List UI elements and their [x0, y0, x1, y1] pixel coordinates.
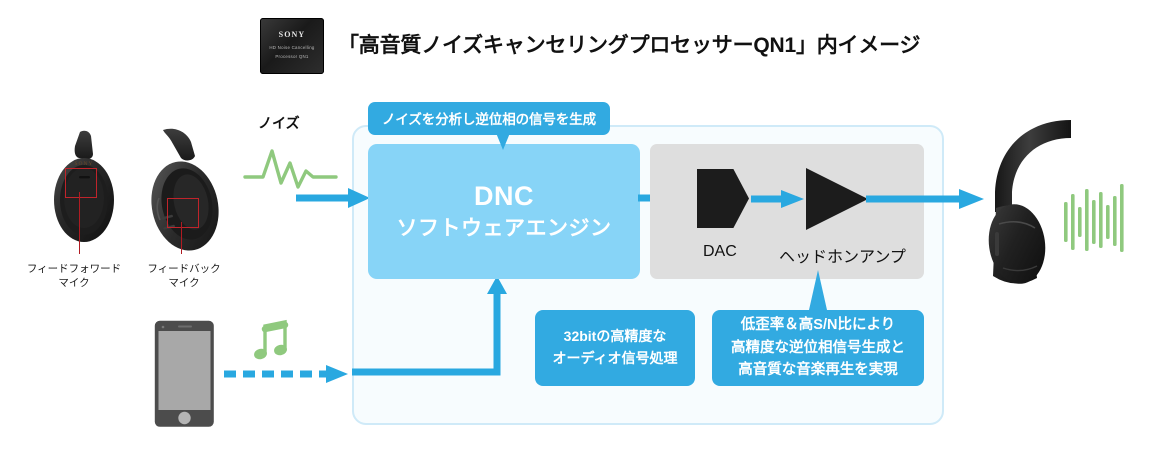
- headphone-right-image: [975, 120, 1085, 288]
- 32bit-callout-line2: オーディオ信号処理: [552, 350, 678, 366]
- feedback-mic-label: フィードバック マイク: [134, 262, 234, 290]
- feedback-mic-marker: [167, 198, 199, 228]
- feedback-mic-label-line1: フィードバック: [147, 263, 221, 275]
- noise-analysis-callout-tail: [494, 128, 512, 150]
- feedback-mic-label-line2: マイク: [168, 277, 200, 290]
- chip-brand-label: SONY: [278, 30, 306, 40]
- low-distortion-callout-line1: 低歪率＆高S/N比により: [740, 317, 896, 334]
- music-signal-wire: [352, 276, 507, 376]
- low-distortion-callout-line3: 高音質な音楽再生を実現: [738, 362, 898, 379]
- chip-line1-label: HD Noise Cancelling: [269, 45, 315, 51]
- feedback-leader-line: [181, 222, 182, 254]
- music-note-icon: [253, 319, 291, 364]
- analog-stage-container: [650, 144, 924, 279]
- dnc-title: DNC: [474, 180, 534, 211]
- feedforward-mic-label: フィードフォワード マイク: [14, 262, 134, 290]
- noise-analysis-callout: ノイズを分析し逆位相の信号を生成: [368, 102, 610, 135]
- noise-input-arrow: [296, 188, 370, 208]
- feedforward-mic-label-line1: フィードフォワード: [26, 263, 122, 275]
- amp-to-headphone-arrow: [866, 189, 984, 209]
- feedforward-mic-label-line2: マイク: [58, 277, 90, 290]
- audio-output-bars-icon: [1063, 180, 1127, 256]
- smartphone-image: [154, 320, 215, 428]
- dnc-software-engine-block: DNC ソフトウェアエンジン: [368, 144, 640, 279]
- page-title: 「高音質ノイズキャンセリングプロセッサーQN1」内イメージ: [338, 34, 921, 57]
- feedforward-leader-line: [79, 192, 80, 254]
- dac-to-amp-arrow: [751, 190, 804, 208]
- feedforward-mic-marker: [65, 168, 97, 198]
- svg-text:SONY: SONY: [75, 161, 94, 167]
- chip-line2-label: Processor QN1: [275, 53, 309, 59]
- music-input-dashed-arrow: [222, 364, 354, 384]
- 32bit-processing-callout: 32bitの高精度な オーディオ信号処理: [535, 310, 695, 386]
- dnc-subtitle: ソフトウェアエンジン: [396, 216, 612, 240]
- noise-waveform-icon: [243, 143, 339, 195]
- qn1-chip-image: SONY HD Noise Cancelling Processor QN1: [260, 18, 324, 74]
- low-distortion-callout: 低歪率＆高S/N比により 高精度な逆位相信号生成と 高音質な音楽再生を実現: [712, 310, 924, 386]
- headphone-amp-label: ヘッドホンアンプ: [779, 249, 906, 266]
- dac-label: DAC: [703, 243, 737, 260]
- low-distortion-callout-tail: [809, 270, 827, 310]
- noise-label: ノイズ: [258, 115, 300, 131]
- 32bit-callout-line1: 32bitの高精度な: [563, 328, 667, 345]
- low-distortion-callout-line2: 高精度な逆位相信号生成と: [731, 339, 905, 356]
- headphones-left-image: SONY: [35, 128, 220, 268]
